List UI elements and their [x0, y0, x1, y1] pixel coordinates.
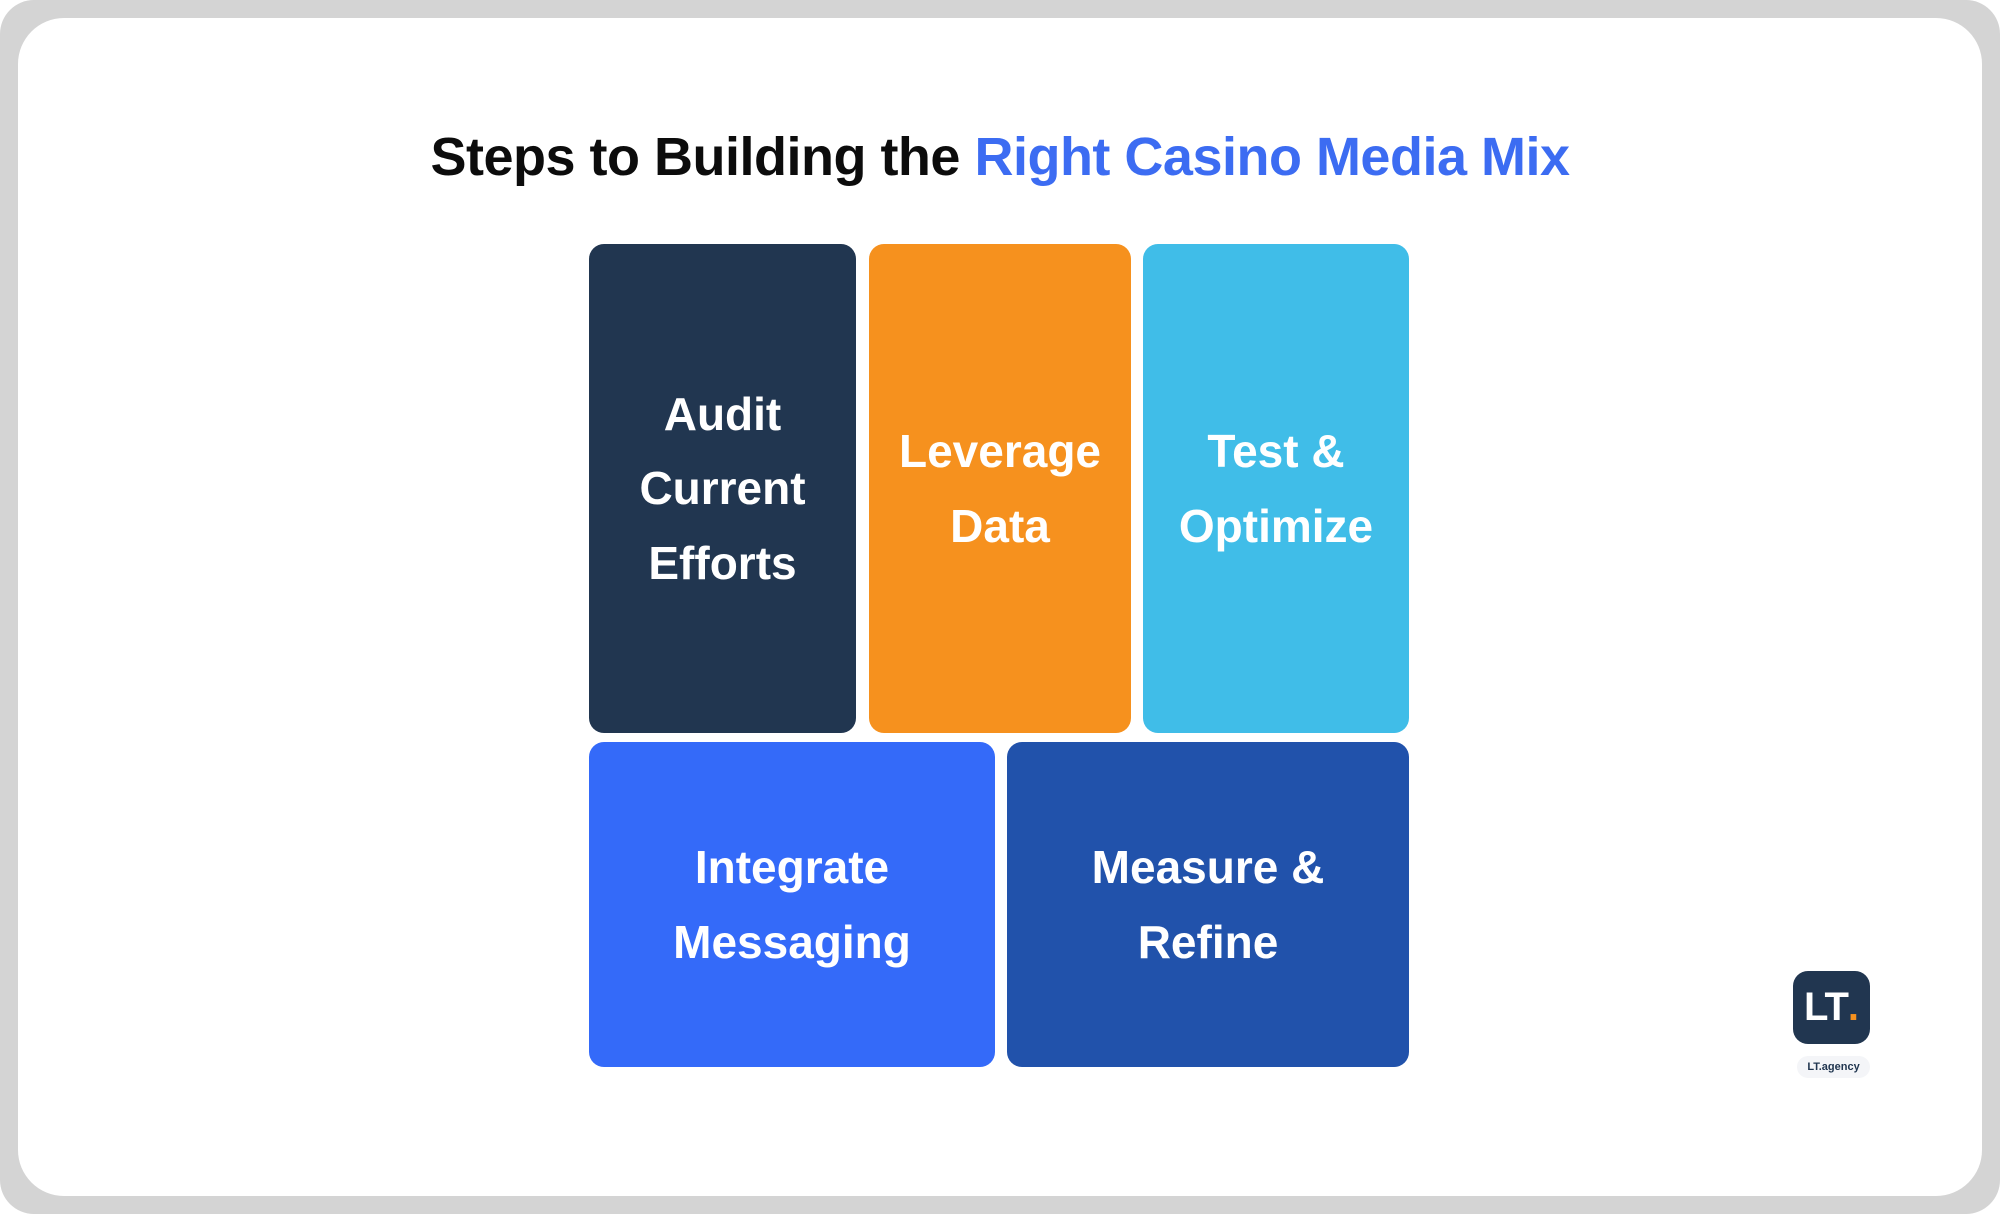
- lt-agency-badge: LT.agency: [1797, 1056, 1870, 1078]
- step-label: Test & Optimize: [1178, 424, 1374, 552]
- step-label: Integrate Messaging: [673, 840, 911, 968]
- lt-logo: LT.: [1793, 971, 1870, 1044]
- step-box-integrate-messaging: Integrate Messaging: [589, 742, 995, 1067]
- lt-agency-badge-label: LT.agency: [1807, 1061, 1860, 1073]
- step-box-measure-refine: Measure & Refine: [1007, 742, 1409, 1067]
- step-label: Leverage Data: [898, 424, 1101, 552]
- step-label: Audit Current Efforts: [639, 387, 806, 589]
- lt-logo-dot-icon: .: [1847, 985, 1860, 1029]
- page-title-prefix: Steps to Building the: [430, 127, 975, 187]
- step-box-audit-current-efforts: Audit Current Efforts: [589, 244, 856, 733]
- page-title-highlight: Right Casino Media Mix: [974, 127, 1570, 187]
- lt-logo-text: LT: [1803, 985, 1849, 1029]
- step-box-test-optimize: Test & Optimize: [1143, 244, 1409, 733]
- page-title: Steps to Building the Right Casino Media…: [0, 126, 2000, 188]
- step-box-leverage-data: Leverage Data: [869, 244, 1131, 733]
- step-label: Measure & Refine: [1091, 840, 1325, 968]
